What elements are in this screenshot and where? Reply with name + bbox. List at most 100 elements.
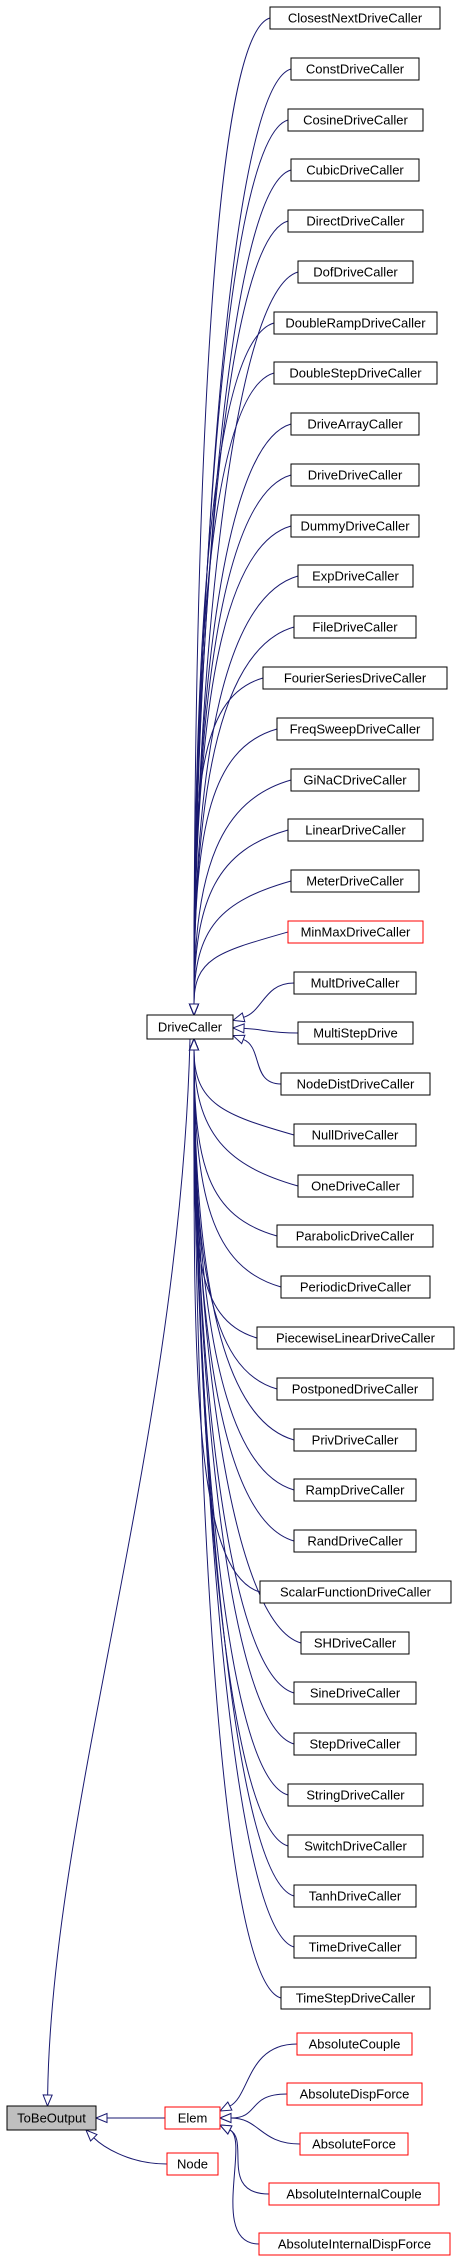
node-meter-drive-caller-box xyxy=(290,869,420,893)
edge-freq-sweep-drive-caller-to-drive-caller xyxy=(193,728,278,1005)
node-fourier-series-drive-caller-box xyxy=(262,666,448,690)
edge-drive-caller-to-to-be-output xyxy=(47,1038,191,2096)
node-gi-na-c-drive-caller[interactable]: GiNaCDriveCaller xyxy=(290,768,420,792)
edge-drive-caller-to-to-be-output-arrowhead xyxy=(42,2094,53,2108)
edge-min-max-drive-caller-to-drive-caller xyxy=(193,931,289,1005)
node-piecewise-linear-drive-caller[interactable]: PiecewiseLinearDriveCaller xyxy=(256,1326,455,1350)
node-priv-drive-caller[interactable]: PrivDriveCaller xyxy=(293,1428,417,1452)
node-mult-drive-caller-box xyxy=(293,971,417,995)
node-freq-sweep-drive-caller[interactable]: FreqSweepDriveCaller xyxy=(276,717,434,741)
node-priv-drive-caller-label: PrivDriveCaller xyxy=(312,1433,399,1448)
edge-closest-next-drive-caller-to-drive-caller xyxy=(193,17,271,1005)
node-meter-drive-caller[interactable]: MeterDriveCaller xyxy=(290,869,420,893)
node-dof-drive-caller[interactable]: DofDriveCaller xyxy=(297,260,414,284)
node-linear-drive-caller-label: LinearDriveCaller xyxy=(305,823,406,838)
node-string-drive-caller[interactable]: StringDriveCaller xyxy=(287,1783,424,1807)
node-piecewise-linear-drive-caller-label: PiecewiseLinearDriveCaller xyxy=(276,1331,436,1346)
node-periodic-drive-caller-label: PeriodicDriveCaller xyxy=(300,1280,412,1295)
edge-linear-drive-caller-to-drive-caller xyxy=(193,829,289,1005)
node-absolute-force-box xyxy=(299,2132,409,2156)
node-drive-drive-caller[interactable]: DriveDriveCaller xyxy=(290,463,420,487)
node-absolute-couple[interactable]: AbsoluteCouple xyxy=(296,2032,413,2056)
edge-one-drive-caller-to-drive-caller xyxy=(193,1049,299,1187)
edge-dummy-drive-caller-to-drive-caller xyxy=(193,525,292,1005)
edge-multi-step-drive-to-drive-caller-arrowhead xyxy=(231,1023,245,1034)
node-double-step-drive-caller[interactable]: DoubleStepDriveCaller xyxy=(273,361,438,385)
node-absolute-disp-force-label: AbsoluteDispForce xyxy=(300,2087,410,2102)
node-absolute-internal-disp-force[interactable]: AbsoluteInternalDispForce xyxy=(258,2232,451,2256)
edge-absolute-force-to-elem xyxy=(230,2117,301,2145)
node-switch-drive-caller[interactable]: SwitchDriveCaller xyxy=(287,1834,424,1858)
node-fourier-series-drive-caller[interactable]: FourierSeriesDriveCaller xyxy=(262,666,448,690)
node-sh-drive-caller[interactable]: SHDriveCaller xyxy=(300,1631,410,1655)
to-be-output-node[interactable]: ToBeOutput xyxy=(6,2105,97,2131)
node-switch-drive-caller-box xyxy=(287,1834,424,1858)
node-time-step-drive-caller-label: TimeStepDriveCaller xyxy=(296,1991,416,2006)
node-multi-step-drive-box xyxy=(297,1021,414,1045)
node-cosine-drive-caller-label: CosineDriveCaller xyxy=(303,113,408,128)
node-min-max-drive-caller[interactable]: MinMaxDriveCaller xyxy=(287,920,424,944)
node-closest-next-drive-caller[interactable]: ClosestNextDriveCaller xyxy=(269,6,441,30)
elem-node[interactable]: Elem xyxy=(164,2106,221,2130)
node-absolute-internal-disp-force-box xyxy=(258,2232,451,2256)
node-parabolic-drive-caller[interactable]: ParabolicDriveCaller xyxy=(276,1224,434,1248)
node-sine-drive-caller-label: SineDriveCaller xyxy=(310,1686,401,1701)
node-rand-drive-caller[interactable]: RandDriveCaller xyxy=(293,1529,417,1553)
node-tanh-drive-caller[interactable]: TanhDriveCaller xyxy=(293,1884,417,1908)
node-cosine-drive-caller[interactable]: CosineDriveCaller xyxy=(287,108,424,132)
node-drive-array-caller[interactable]: DriveArrayCaller xyxy=(290,412,420,436)
node-one-drive-caller[interactable]: OneDriveCaller xyxy=(297,1174,414,1198)
node-absolute-force[interactable]: AbsoluteForce xyxy=(299,2132,409,2156)
edge-meter-drive-caller-to-drive-caller xyxy=(193,880,292,1005)
edge-time-drive-caller-to-drive-caller xyxy=(193,1049,295,1948)
node-dummy-drive-caller[interactable]: DummyDriveCaller xyxy=(290,514,420,538)
node-postponed-drive-caller-label: PostponedDriveCaller xyxy=(292,1382,419,1397)
node-linear-drive-caller[interactable]: LinearDriveCaller xyxy=(287,818,424,842)
edge-mult-drive-caller-to-drive-caller-arrowhead xyxy=(231,1012,246,1023)
node-step-drive-caller[interactable]: StepDriveCaller xyxy=(293,1732,417,1756)
node-postponed-drive-caller-box xyxy=(276,1377,434,1401)
drive-caller-node[interactable]: DriveCaller xyxy=(146,1014,234,1040)
node-mult-drive-caller[interactable]: MultDriveCaller xyxy=(293,971,417,995)
edge-fourier-series-drive-caller-to-drive-caller xyxy=(193,677,264,1005)
node-time-step-drive-caller[interactable]: TimeStepDriveCaller xyxy=(280,1986,431,2010)
node-direct-drive-caller[interactable]: DirectDriveCaller xyxy=(287,209,424,233)
node-closest-next-drive-caller-box xyxy=(269,6,441,30)
node-cubic-drive-caller[interactable]: CubicDriveCaller xyxy=(290,158,420,182)
node-node-dist-drive-caller-label: NodeDistDriveCaller xyxy=(297,1077,415,1092)
node-time-drive-caller[interactable]: TimeDriveCaller xyxy=(293,1935,417,1959)
node-postponed-drive-caller[interactable]: PostponedDriveCaller xyxy=(276,1377,434,1401)
node-dummy-drive-caller-box xyxy=(290,514,420,538)
node-node-dist-drive-caller[interactable]: NodeDistDriveCaller xyxy=(280,1072,431,1096)
node-step-drive-caller-box xyxy=(293,1732,417,1756)
node-null-drive-caller[interactable]: NullDriveCaller xyxy=(293,1123,417,1147)
node-drive-array-caller-box xyxy=(290,412,420,436)
node-ramp-drive-caller[interactable]: RampDriveCaller xyxy=(293,1478,417,1502)
node-multi-step-drive[interactable]: MultiStepDrive xyxy=(297,1021,414,1045)
node-freq-sweep-drive-caller-box xyxy=(276,717,434,741)
node-const-drive-caller[interactable]: ConstDriveCaller xyxy=(290,57,420,81)
node-sine-drive-caller[interactable]: SineDriveCaller xyxy=(293,1681,417,1705)
node-direct-drive-caller-box xyxy=(287,209,424,233)
node-absolute-internal-couple-box xyxy=(268,2182,440,2206)
edge-min-max-drive-caller-to-drive-caller-arrowhead xyxy=(188,1003,200,1017)
node-dof-drive-caller-label: DofDriveCaller xyxy=(313,265,398,280)
node-periodic-drive-caller[interactable]: PeriodicDriveCaller xyxy=(280,1275,431,1299)
node-const-drive-caller-label: ConstDriveCaller xyxy=(306,62,405,77)
node-null-drive-caller-label: NullDriveCaller xyxy=(312,1128,399,1143)
node-absolute-disp-force[interactable]: AbsoluteDispForce xyxy=(286,2082,423,2106)
node-node-dist-drive-caller-box xyxy=(280,1072,431,1096)
node-node[interactable]: Node xyxy=(166,2152,219,2176)
node-meter-drive-caller-label: MeterDriveCaller xyxy=(306,874,404,889)
node-file-drive-caller[interactable]: FileDriveCaller xyxy=(293,615,417,639)
node-scalar-function-drive-caller[interactable]: ScalarFunctionDriveCaller xyxy=(259,1580,452,1604)
node-step-drive-caller-label: StepDriveCaller xyxy=(309,1737,401,1752)
edge-mult-drive-caller-to-drive-caller xyxy=(243,982,295,1018)
node-node-box xyxy=(166,2152,219,2176)
node-double-ramp-drive-caller[interactable]: DoubleRampDriveCaller xyxy=(273,311,438,335)
node-rand-drive-caller-box xyxy=(293,1529,417,1553)
node-exp-drive-caller[interactable]: ExpDriveCaller xyxy=(297,564,414,588)
node-exp-drive-caller-label: ExpDriveCaller xyxy=(312,569,399,584)
node-absolute-internal-couple[interactable]: AbsoluteInternalCouple xyxy=(268,2182,440,2206)
node-priv-drive-caller-box xyxy=(293,1428,417,1452)
